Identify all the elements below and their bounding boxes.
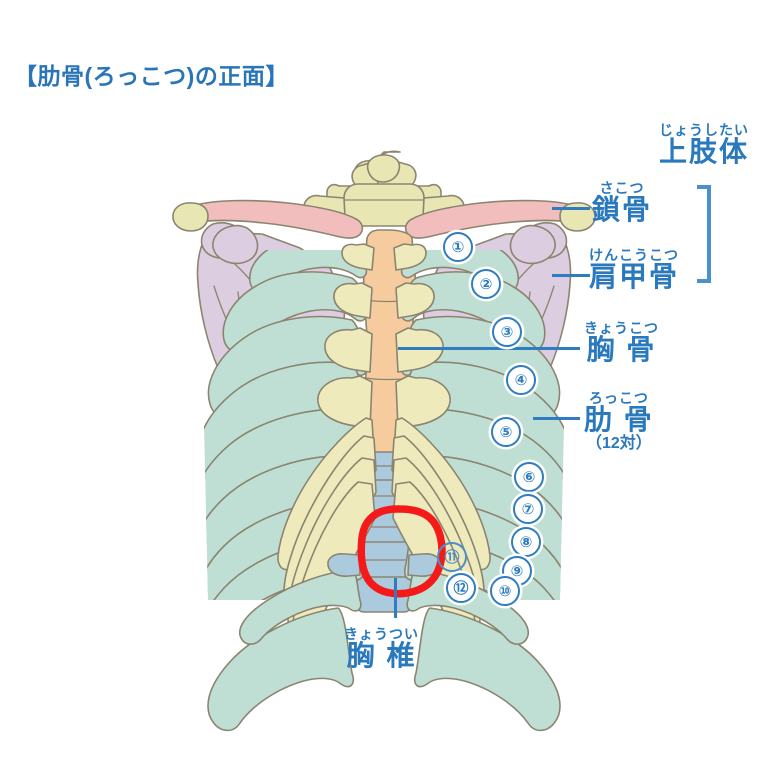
label-ribs: ろっこつ 肋 骨 （12対） <box>584 391 654 452</box>
upper-limb-bracket <box>696 184 720 284</box>
label-upper-limb: じょうしたい 上肢体 <box>659 123 749 166</box>
label-scapula-furigana: けんこうこつ <box>589 247 679 263</box>
label-upper-limb-furigana: じょうしたい <box>659 122 749 138</box>
label-scapula-kanji: 肩甲骨 <box>589 261 680 292</box>
rib-number-1: ① <box>443 232 473 262</box>
rib-number-12: ⑫ <box>446 573 476 603</box>
label-thoracic-vertebrae-furigana: きょうつい <box>344 626 419 642</box>
label-ribs-kanji: 肋 骨 <box>584 404 654 435</box>
leader-line-ribs <box>533 417 580 420</box>
rib-number-5: ⑤ <box>491 417 521 447</box>
label-clavicle: さこつ 鎖骨 <box>592 181 652 224</box>
rib-number-8: ⑧ <box>511 527 541 557</box>
label-sternum-furigana: きょうこつ <box>584 320 659 336</box>
leader-line-thoracic-vertebrae <box>394 578 397 618</box>
label-ribs-furigana: ろっこつ <box>588 390 649 406</box>
leader-line-scapula <box>552 274 590 277</box>
label-thoracic-vertebrae: きょうつい 胸 椎 <box>344 627 419 670</box>
label-sternum: きょうこつ 胸 骨 <box>584 321 659 364</box>
label-sternum-kanji: 胸 骨 <box>586 334 657 365</box>
leader-line-sternum <box>398 347 580 350</box>
label-ribs-count: （12対） <box>585 435 652 452</box>
rib-number-3: ③ <box>492 317 522 347</box>
leader-line-clavicle <box>552 207 590 210</box>
label-thoracic-vertebrae-kanji: 胸 椎 <box>346 640 417 671</box>
rib-number-4: ④ <box>506 365 536 395</box>
label-scapula: けんこうこつ 肩甲骨 <box>589 248 679 291</box>
rib-number-11: ⑪ <box>437 542 467 572</box>
label-clavicle-kanji: 鎖骨 <box>592 194 653 225</box>
label-upper-limb-kanji: 上肢体 <box>659 136 750 167</box>
rib-number-7: ⑦ <box>513 494 543 524</box>
page-title: 【肋骨(ろっこつ)の正面】 <box>14 63 289 89</box>
label-clavicle-furigana: さこつ <box>599 180 645 196</box>
rib-number-10: ⑩ <box>490 576 520 606</box>
rib-number-6: ⑥ <box>514 462 544 492</box>
rib-number-2: ② <box>471 269 501 299</box>
